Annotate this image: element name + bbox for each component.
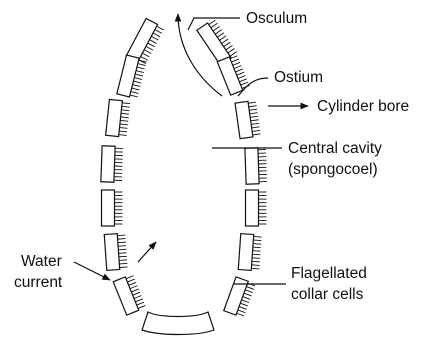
spongocoel-label: (spongocoel)	[288, 160, 378, 179]
current-label: current	[14, 273, 62, 292]
wall-segment	[117, 55, 139, 97]
flagellated-label: Flagellated	[291, 264, 367, 283]
osculum-label: Osculum	[246, 9, 307, 28]
sponge-body-wall	[101, 18, 259, 315]
internal-flow-arrow	[138, 242, 156, 262]
ostium-label: Ostium	[274, 68, 323, 87]
wall-segment	[102, 190, 115, 226]
flagella-comb	[259, 192, 267, 224]
water-label: Water	[21, 252, 62, 271]
sponge-base	[142, 312, 214, 335]
osculum-leader	[188, 18, 240, 30]
wall-segment	[246, 190, 259, 226]
wall-segment	[126, 18, 157, 61]
collar-cells-label: collar cells	[291, 285, 363, 304]
water-current-arrow	[74, 262, 110, 280]
flagella-comb	[115, 192, 123, 224]
central-cavity-label: Central cavity	[288, 139, 382, 158]
cylinder-bore-label: Cylinder bore	[317, 97, 409, 116]
wall-segment	[224, 277, 249, 315]
wall-segment	[101, 146, 115, 182]
wall-segment	[245, 148, 259, 184]
wall-segment	[238, 234, 253, 271]
wall-segment	[104, 234, 119, 271]
